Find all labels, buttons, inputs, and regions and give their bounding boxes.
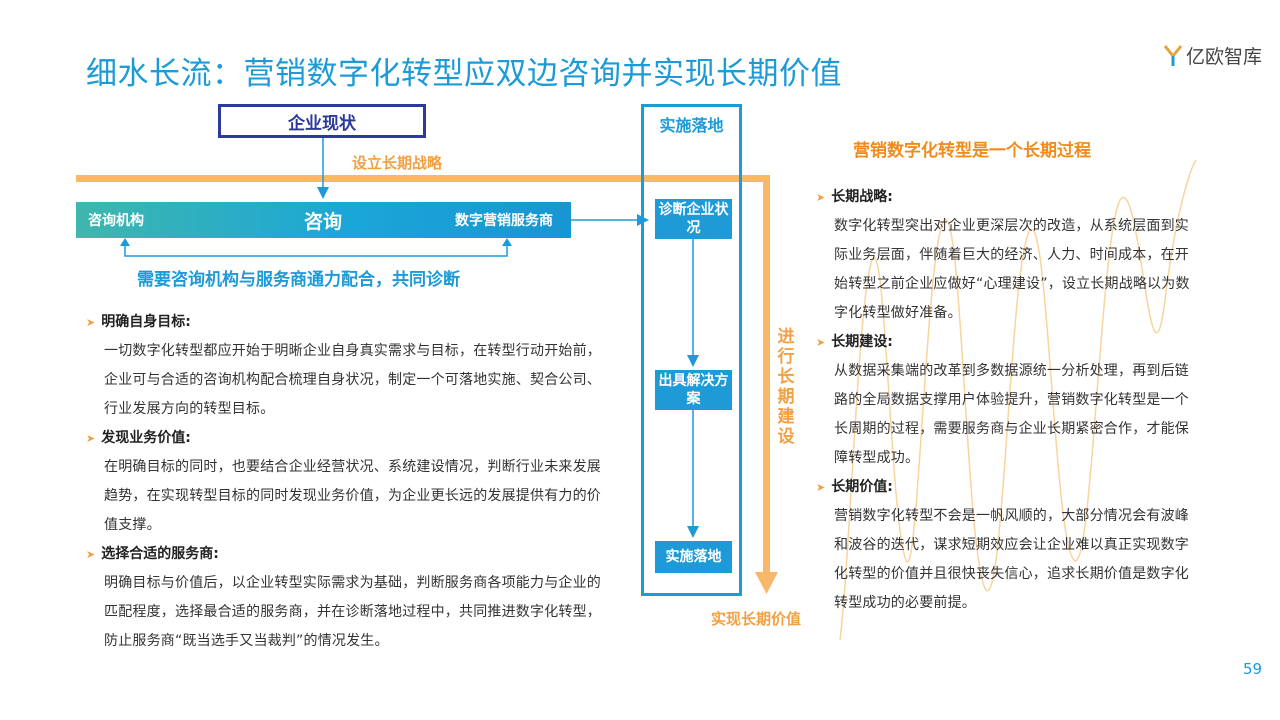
consult-bar bbox=[76, 202, 571, 238]
long-term-line-down bbox=[763, 175, 770, 575]
consult-label: 咨询 bbox=[304, 211, 343, 233]
step-implement: 实施落地 bbox=[655, 541, 732, 573]
cooperate-label: 需要咨询机构与服务商通力配合，共同诊断 bbox=[137, 270, 460, 290]
section-title: ➤发现业务价值: bbox=[86, 430, 191, 446]
logo-text: 亿欧智库 bbox=[1186, 46, 1263, 68]
right-text-column: ➤长期战略: 数字化转型突出对企业更深层次的改造，从系统层面到实际业务层面，伴随… bbox=[816, 183, 1196, 618]
left-text-column: ➤明确自身目标: 一切数字化转型都应开始于明晰企业自身真实需求与目标，在转型行动… bbox=[86, 308, 608, 656]
strategy-label: 设立长期战略 bbox=[352, 154, 443, 172]
section-title: ➤长期建设: bbox=[816, 334, 893, 350]
long-term-line bbox=[76, 175, 770, 182]
page-title: 细水长流：营销数字化转型应双边咨询并实现长期价值 bbox=[86, 56, 842, 92]
section-body: 在明确目标的同时，也要结合企业经营状况、系统建设情况，判断行业未来发展趋势，在实… bbox=[104, 459, 601, 533]
service-provider-label: 数字营销服务商 bbox=[455, 213, 553, 229]
section-body: 一切数字化转型都应开始于明晰企业自身真实需求与目标，在转型行动开始前，企业可与合… bbox=[104, 343, 601, 417]
arrow-bullet-icon: ➤ bbox=[816, 481, 826, 494]
decorative-wave bbox=[839, 159, 1197, 641]
section-title: ➤长期价值: bbox=[816, 479, 893, 495]
page-number: 59 bbox=[1243, 660, 1263, 678]
section-body: 数字化转型突出对企业更深层次的改造，从系统层面到实际业务层面，伴随着巨大的经济、… bbox=[834, 218, 1190, 321]
arrow-bullet-icon: ➤ bbox=[86, 316, 96, 329]
implementation-frame bbox=[641, 104, 742, 596]
section-title: ➤长期战略: bbox=[816, 189, 893, 205]
step-solution: 出具解决方案 bbox=[655, 370, 732, 410]
arrow-bullet-icon: ➤ bbox=[86, 432, 96, 445]
arrow-bullet-icon: ➤ bbox=[816, 336, 826, 349]
company-status-box: 企业现状 bbox=[218, 104, 426, 138]
section-title: ➤选择合适的服务商: bbox=[86, 546, 219, 562]
arrow-bullet-icon: ➤ bbox=[86, 548, 96, 561]
section-body: 明确目标与价值后，以企业转型实际需求为基础，判断服务商各项能力与企业的匹配程度，… bbox=[104, 575, 601, 649]
long-term-value-label: 实现长期价值 bbox=[711, 610, 802, 628]
section-title: ➤明确自身目标: bbox=[86, 314, 191, 330]
section-body: 营销数字化转型不会是一帆风顺的，大部分情况会有波峰和波谷的迭代，谋求短期效应会让… bbox=[834, 508, 1189, 611]
right-heading: 营销数字化转型是一个长期过程 bbox=[853, 141, 1091, 161]
yiou-logo-icon bbox=[1163, 44, 1183, 66]
implementation-title: 实施落地 bbox=[659, 116, 724, 135]
long-term-arrow-head bbox=[755, 572, 778, 594]
arrow-bullet-icon: ➤ bbox=[816, 191, 826, 204]
step-diagnose: 诊断企业状况 bbox=[655, 199, 732, 239]
brand-logo: 亿欧智库 bbox=[1163, 42, 1262, 69]
long-term-build-label: 进行长期建设 bbox=[777, 327, 795, 447]
section-body: 从数据采集端的改革到多数据源统一分析处理，再到后链路的全局数据支撑用户体验提升，… bbox=[834, 363, 1189, 466]
consult-agency-label: 咨询机构 bbox=[88, 213, 144, 229]
